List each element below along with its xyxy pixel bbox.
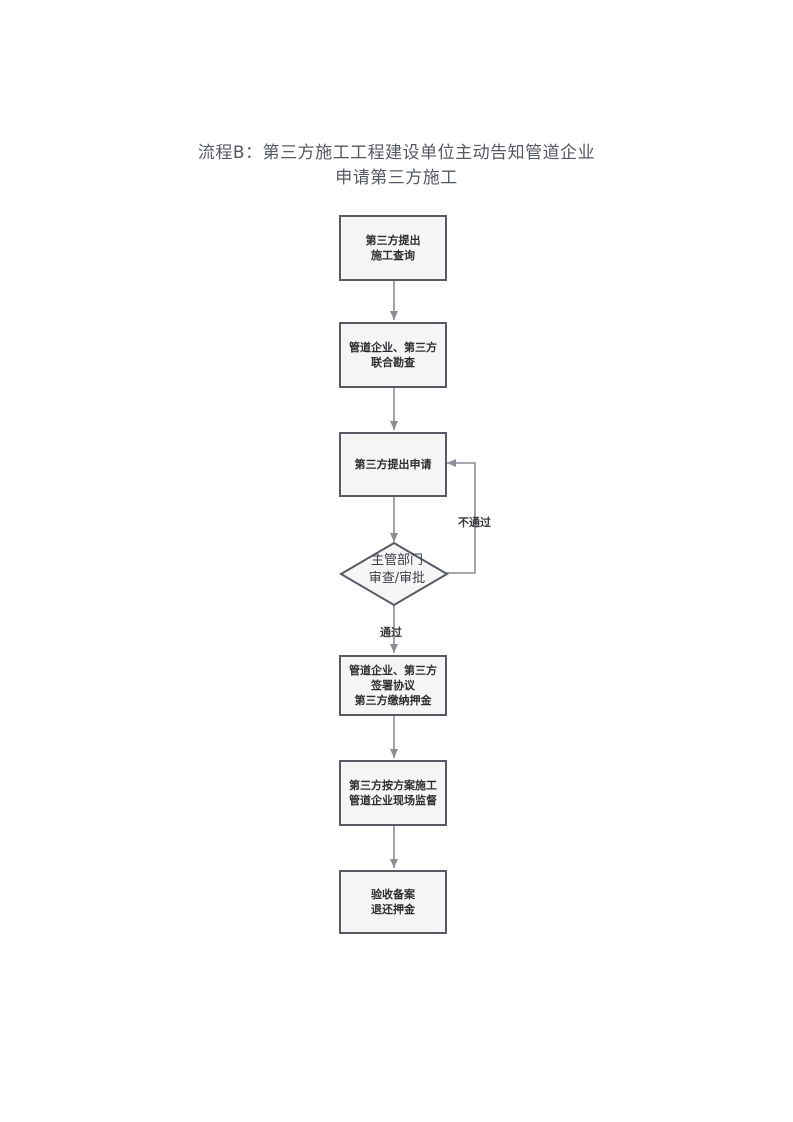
step-acceptance-refund: 验收备案 退还押金: [339, 870, 447, 934]
step-submit-application: 第三方提出申请: [339, 432, 447, 497]
arrow-reject-loop: [446, 459, 476, 574]
diagram-title-line2: 申请第三方施工: [335, 168, 458, 188]
reject-label: 不通过: [458, 516, 491, 529]
step6-line2: 退还押金: [371, 903, 415, 916]
step4-line3: 第三方缴纳押金: [354, 694, 432, 707]
step-sign-agreement: 管道企业、第三方 签署协议 第三方缴纳押金: [339, 655, 447, 716]
step4-line2: 签署协议: [371, 679, 415, 692]
step4-line1: 管道企业、第三方: [349, 664, 437, 677]
step2-line2: 联合勘查: [371, 356, 415, 369]
approve-label: 通过: [380, 626, 402, 639]
step1-line2: 施工查询: [371, 249, 415, 262]
decision-line1: 主管部门: [370, 553, 423, 568]
decision-line2: 审查/审批: [368, 571, 426, 586]
step-construction-supervision: 第三方按方案施工 管道企业现场监督: [339, 760, 447, 826]
step5-line1: 第三方按方案施工: [349, 779, 437, 792]
step5-line2: 管道企业现场监督: [349, 794, 437, 807]
diagram-title-line1: 流程B：第三方施工工程建设单位主动告知管道企业: [197, 143, 596, 163]
decision-diamond: [339, 541, 449, 607]
step2-line1: 管道企业、第三方: [349, 341, 437, 354]
step-third-party-inquiry: 第三方提出 施工查询: [339, 215, 447, 281]
step-joint-survey: 管道企业、第三方 联合勘查: [339, 322, 447, 388]
step1-line1: 第三方提出: [365, 234, 421, 247]
decision-text: 主管部门 审查/审批: [337, 552, 457, 588]
step6-line1: 验收备案: [371, 888, 415, 901]
step3-line1: 第三方提出申请: [354, 458, 432, 471]
